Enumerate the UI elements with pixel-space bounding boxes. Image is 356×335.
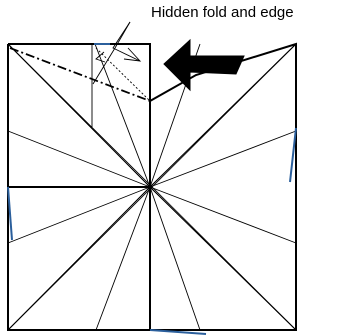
hidden-edge-line — [95, 47, 151, 102]
hidden-fold-line — [9, 47, 151, 102]
pointer-arrowhead-left — [95, 51, 106, 63]
star-crease-bottom-right-2 — [149, 186, 297, 331]
star-crease-bottom-left-2 — [7, 186, 151, 331]
accent-edges — [7, 43, 297, 335]
outline-edges — [7, 42, 297, 331]
pointer-line-left — [92, 21, 131, 85]
accent-edge-left — [7, 186, 13, 241]
fold-direction-arrow — [163, 38, 245, 92]
hidden-fold-label: Hidden fold and edge — [151, 4, 294, 21]
bottom-edge — [149, 187, 297, 331]
accent-edge-bottom — [149, 329, 207, 335]
star-crease-top-left-2 — [7, 43, 151, 188]
pointer-line-right — [112, 21, 141, 62]
hidden-fold-lines — [9, 47, 151, 102]
top-edge-flap — [92, 43, 151, 187]
label-pointers — [92, 21, 142, 85]
pointer-arrowhead-right — [123, 47, 142, 62]
bottom-left-edge — [7, 186, 150, 331]
accent-edge-right — [289, 127, 297, 183]
diagonal-crease-anti — [7, 43, 297, 331]
top-edge-right — [149, 42, 297, 187]
